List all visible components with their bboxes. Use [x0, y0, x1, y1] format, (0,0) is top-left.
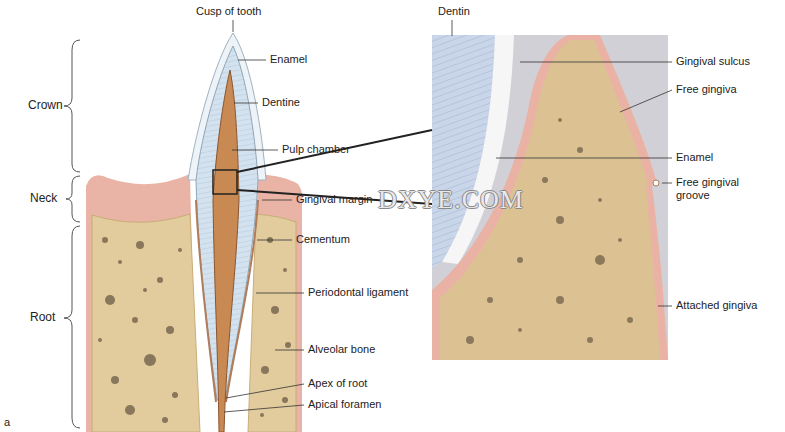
part-label: Dentine — [262, 96, 300, 109]
watermark: DXYE.COM — [378, 186, 524, 214]
part-label: Apex of root — [308, 377, 367, 390]
part-label: Cusp of tooth — [196, 5, 261, 18]
part-label: Dentin — [438, 5, 470, 18]
part-label: Enamel — [270, 53, 307, 66]
region-label: Root — [30, 311, 55, 324]
part-label: Gingival sulcus — [676, 55, 750, 68]
part-label: Pulp chamber — [282, 143, 350, 156]
part-label: Cementum — [296, 233, 350, 246]
region-label: Crown — [28, 99, 63, 112]
part-label: Periodontal ligament — [308, 286, 408, 299]
part-label: Alveolar bone — [308, 343, 375, 356]
figure-letter: a — [4, 416, 10, 429]
part-label: Free gingival groove — [676, 176, 758, 202]
part-label: Free gingiva — [676, 83, 737, 96]
part-label: Gingival margin — [296, 193, 372, 206]
region-label: Neck — [30, 192, 57, 205]
part-label: Enamel — [676, 151, 713, 164]
part-label: Apical foramen — [308, 398, 381, 411]
part-label: Attached gingiva — [676, 299, 757, 312]
